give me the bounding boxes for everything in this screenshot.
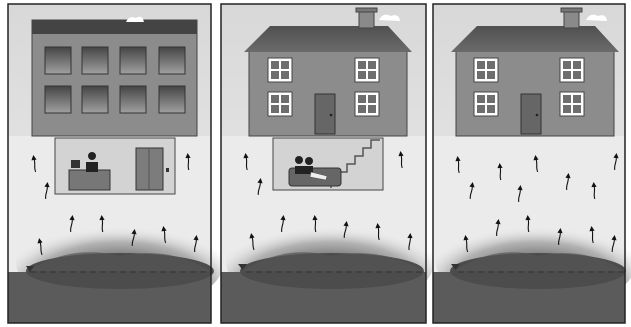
person-icon	[88, 152, 96, 160]
light-switch	[166, 168, 169, 172]
window-icon	[45, 86, 71, 113]
door-icon	[315, 94, 335, 134]
window-icon	[159, 47, 185, 74]
window-icon	[45, 47, 71, 74]
house-roof	[451, 26, 619, 52]
person-body	[86, 162, 98, 172]
chimney-icon	[564, 10, 579, 28]
window-icon	[82, 86, 108, 113]
house-roof	[244, 26, 412, 52]
window-icon	[120, 47, 146, 74]
desk-icon	[69, 170, 110, 190]
office-roof	[32, 20, 197, 34]
panel-house-no-basement	[433, 4, 631, 323]
window-icon	[82, 47, 108, 74]
door-icon	[521, 94, 541, 134]
panel-house-basement	[221, 4, 434, 323]
office-building	[32, 20, 197, 136]
window-icon	[120, 86, 146, 113]
chimney-icon	[359, 10, 374, 28]
person-icon	[305, 157, 313, 165]
person-icon	[295, 156, 303, 164]
computer-icon	[71, 160, 80, 168]
window-icon	[159, 86, 185, 113]
panel-office-basement	[8, 4, 224, 323]
